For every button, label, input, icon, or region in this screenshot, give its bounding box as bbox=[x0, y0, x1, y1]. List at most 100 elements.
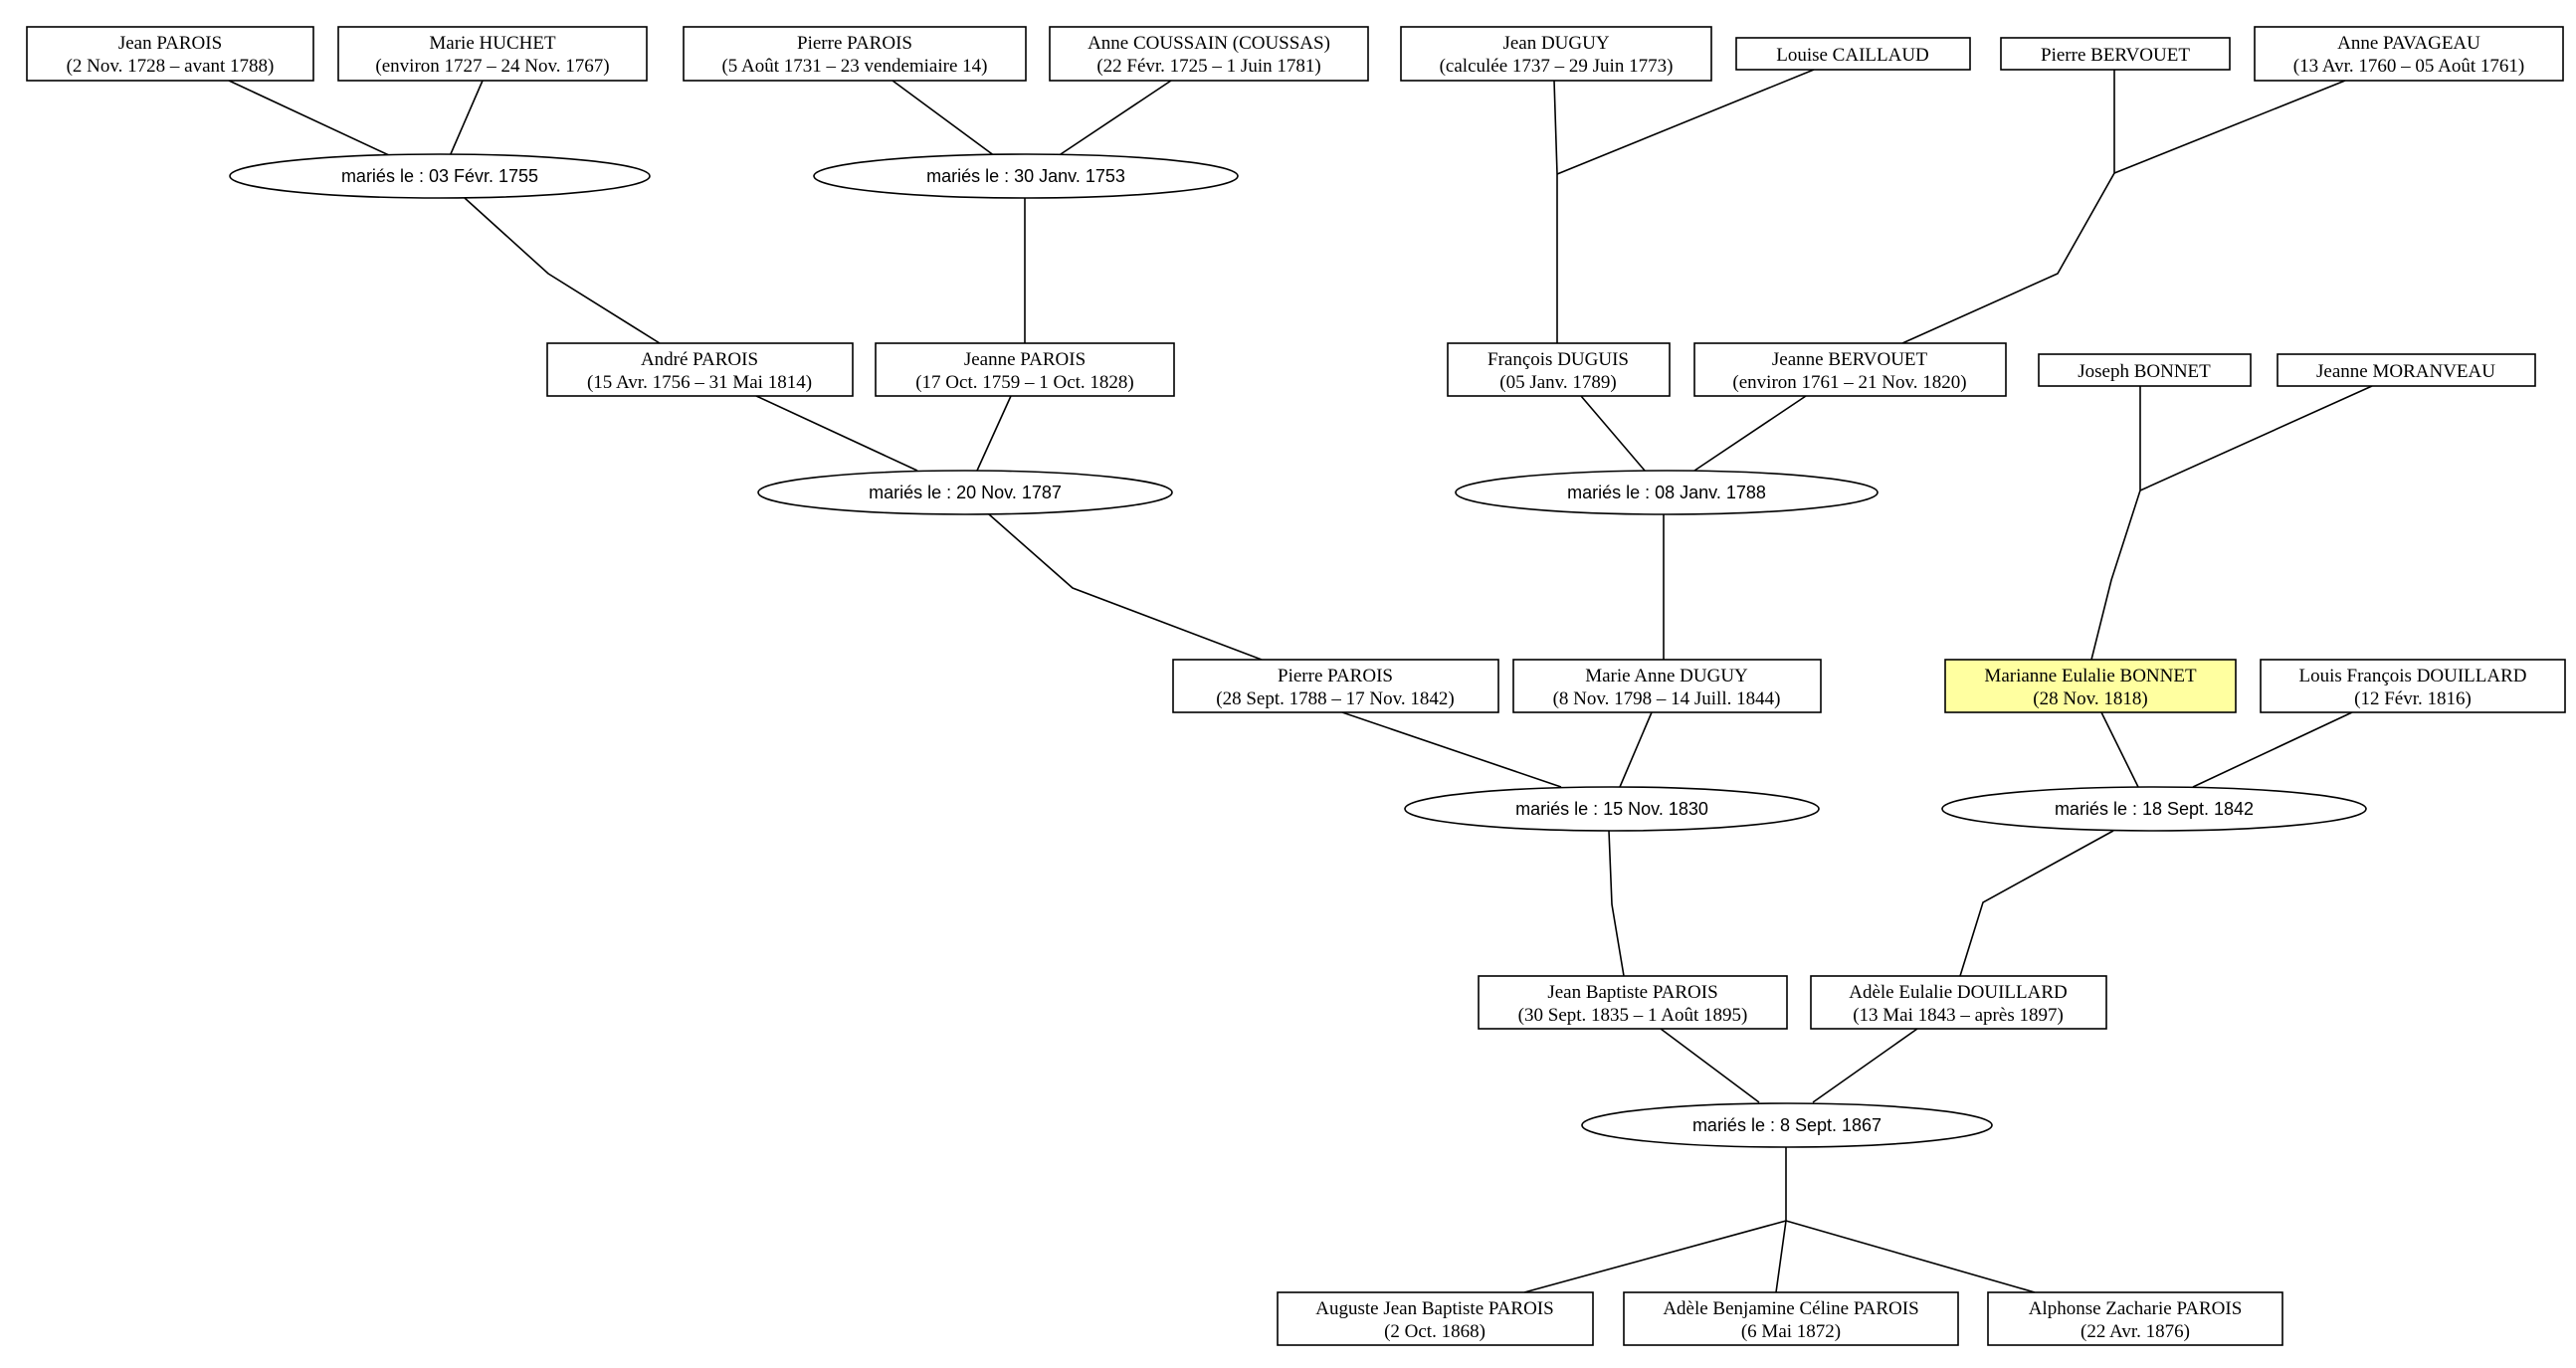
person-name: Louis François DOUILLARD bbox=[2298, 666, 2526, 686]
person-jean-baptiste-parois[interactable]: Jean Baptiste PAROIS (30 Sept. 1835 – 1 … bbox=[1478, 975, 1788, 1030]
person-dates: (2 Oct. 1868) bbox=[1384, 1321, 1486, 1342]
person-name: Adèle Eulalie DOUILLARD bbox=[1849, 982, 2068, 1003]
person-pierre-parois-1788[interactable]: Pierre PAROIS (28 Sept. 1788 – 17 Nov. 1… bbox=[1172, 659, 1499, 713]
edge-pierre-to-m1830 bbox=[1341, 711, 1562, 788]
edge-andre-to-m1787 bbox=[755, 395, 918, 472]
person-name: Alphonse Zacharie PAROIS bbox=[2029, 1298, 2243, 1319]
person-dates: (environ 1727 – 24 Nov. 1767) bbox=[375, 56, 609, 77]
person-dates: (5 Août 1731 – 23 vendemiaire 14) bbox=[721, 56, 987, 77]
edge-anne-pavageau-to-jeanne bbox=[2113, 80, 2346, 174]
person-name: Jeanne MORANVEAU bbox=[2316, 361, 2495, 382]
edge-m1867-to-auguste bbox=[1523, 1146, 1787, 1293]
person-dates: (05 Janv. 1789) bbox=[1499, 372, 1617, 393]
person-joseph-bonnet[interactable]: Joseph BONNET bbox=[2038, 353, 2252, 387]
person-jeanne-bervouet[interactable]: Jeanne BERVOUET (environ 1761 – 21 Nov. … bbox=[1693, 342, 2007, 397]
person-anne-pavageau[interactable]: Anne PAVAGEAU (13 Avr. 1760 – 05 Août 17… bbox=[2254, 26, 2564, 82]
person-name: Jeanne PAROIS bbox=[964, 349, 1086, 370]
edge-marie-huchet-to-m1755 bbox=[449, 80, 484, 157]
marriage-label: mariés le : 18 Sept. 1842 bbox=[2055, 799, 2254, 819]
person-name: Pierre PAROIS bbox=[797, 33, 912, 54]
marriage-label: mariés le : 03 Févr. 1755 bbox=[341, 166, 538, 186]
person-marie-anne-duguy[interactable]: Marie Anne DUGUY (8 Nov. 1798 – 14 Juill… bbox=[1512, 659, 1822, 713]
person-name: Anne PAVAGEAU bbox=[2337, 33, 2480, 54]
person-jean-parois-1728[interactable]: Jean PAROIS (2 Nov. 1728 – avant 1788) bbox=[26, 26, 314, 82]
marriage-1788[interactable]: mariés le : 08 Janv. 1788 bbox=[1455, 470, 1879, 515]
person-andre-parois[interactable]: André PAROIS (15 Avr. 1756 – 31 Mai 1814… bbox=[546, 342, 854, 397]
person-dates: (environ 1761 – 21 Nov. 1820) bbox=[1732, 372, 1966, 393]
edge-m1867-to-adele-benjamine bbox=[1775, 1220, 1787, 1293]
person-name: Jean DUGUY bbox=[1502, 33, 1609, 54]
person-name: Marie HUCHET bbox=[429, 33, 556, 54]
marriage-1867[interactable]: mariés le : 8 Sept. 1867 bbox=[1581, 1102, 1993, 1148]
marriage-label: mariés le : 08 Janv. 1788 bbox=[1567, 483, 1766, 502]
person-dates: (12 Févr. 1816) bbox=[2354, 688, 2472, 709]
edge-adele-to-m1867 bbox=[1812, 1028, 1918, 1103]
edge-louise-caillaud-to-francois bbox=[1556, 69, 1815, 175]
person-name: Pierre BERVOUET bbox=[2041, 45, 2190, 66]
person-dates: (15 Avr. 1756 – 31 Mai 1814) bbox=[587, 372, 812, 393]
person-name: Joseph BONNET bbox=[2078, 361, 2211, 382]
person-dates: (6 Mai 1872) bbox=[1741, 1321, 1841, 1342]
person-dates: (30 Sept. 1835 – 1 Août 1895) bbox=[1518, 1005, 1748, 1026]
person-name: Louise CAILLAUD bbox=[1776, 45, 1929, 66]
edge-jean-parois-to-m1755 bbox=[228, 80, 392, 157]
person-dates: (28 Sept. 1788 – 17 Nov. 1842) bbox=[1216, 688, 1454, 709]
person-name: Jeanne BERVOUET bbox=[1772, 349, 1928, 370]
edge-jeanne-bervouet-to-m1788 bbox=[1693, 395, 1807, 472]
edge-m1787-to-pierre bbox=[988, 513, 1263, 661]
edge-jeanne-parois-to-m1787 bbox=[976, 395, 1012, 472]
person-name: Marianne Eulalie BONNET bbox=[1984, 666, 2197, 686]
person-name: André PAROIS bbox=[641, 349, 758, 370]
person-dates: (17 Oct. 1759 – 1 Oct. 1828) bbox=[915, 372, 1134, 393]
person-jeanne-parois[interactable]: Jeanne PAROIS (17 Oct. 1759 – 1 Oct. 182… bbox=[875, 342, 1175, 397]
edge-joseph-bonnet-to-marianne bbox=[2090, 386, 2141, 661]
person-dates: (22 Févr. 1725 – 1 Juin 1781) bbox=[1096, 56, 1320, 77]
edge-pierre-bervouet-to-jeanne bbox=[1901, 70, 2115, 344]
edge-jean-baptiste-to-m1867 bbox=[1660, 1028, 1760, 1103]
person-name: François DUGUIS bbox=[1487, 349, 1629, 370]
person-louise-caillaud[interactable]: Louise CAILLAUD bbox=[1735, 37, 1971, 71]
edge-m1842-to-adele bbox=[1959, 830, 2114, 977]
person-dates: (calculée 1737 – 29 Juin 1773) bbox=[1440, 56, 1674, 77]
person-pierre-parois-1731[interactable]: Pierre PAROIS (5 Août 1731 – 23 vendemia… bbox=[683, 26, 1027, 82]
marriage-1753[interactable]: mariés le : 30 Janv. 1753 bbox=[813, 153, 1239, 199]
marriage-1842[interactable]: mariés le : 18 Sept. 1842 bbox=[1941, 786, 2367, 832]
person-francois-duguis[interactable]: François DUGUIS (05 Janv. 1789) bbox=[1447, 342, 1671, 397]
person-jeanne-moranveau[interactable]: Jeanne MORANVEAU bbox=[2277, 353, 2536, 387]
edge-m1830-to-jean-baptiste bbox=[1608, 830, 1625, 977]
person-name: Marie Anne DUGUY bbox=[1585, 666, 1748, 686]
marriage-1787[interactable]: mariés le : 20 Nov. 1787 bbox=[757, 470, 1173, 515]
person-pierre-bervouet[interactable]: Pierre BERVOUET bbox=[2000, 37, 2231, 71]
person-adele-douillard[interactable]: Adèle Eulalie DOUILLARD (13 Mai 1843 – a… bbox=[1810, 975, 2107, 1030]
person-name: Adèle Benjamine Céline PAROIS bbox=[1663, 1298, 1918, 1319]
edge-marie-anne-to-m1830 bbox=[1619, 711, 1653, 788]
edge-marianne-to-m1842 bbox=[2100, 711, 2139, 788]
person-adele-benjamine-parois[interactable]: Adèle Benjamine Céline PAROIS (6 Mai 187… bbox=[1623, 1291, 1959, 1346]
person-dates: (8 Nov. 1798 – 14 Juill. 1844) bbox=[1553, 688, 1781, 709]
edge-m1867-to-alphonse bbox=[1785, 1220, 2036, 1293]
person-louis-douillard[interactable]: Louis François DOUILLARD (12 Févr. 1816) bbox=[2260, 659, 2566, 713]
person-name: Anne COUSSAIN (COUSSAS) bbox=[1088, 33, 1330, 54]
person-alphonse-parois[interactable]: Alphonse Zacharie PAROIS (22 Avr. 1876) bbox=[1987, 1291, 2283, 1346]
edge-pierre-parois-to-m1753 bbox=[892, 80, 996, 157]
person-dates: (2 Nov. 1728 – avant 1788) bbox=[67, 56, 275, 77]
person-dates: (13 Avr. 1760 – 05 Août 1761) bbox=[2293, 56, 2524, 77]
person-name: Pierre PAROIS bbox=[1278, 666, 1393, 686]
person-dates: (28 Nov. 1818) bbox=[2033, 688, 2147, 709]
marriage-label: mariés le : 30 Janv. 1753 bbox=[926, 166, 1125, 186]
person-jean-duguy[interactable]: Jean DUGUY (calculée 1737 – 29 Juin 1773… bbox=[1400, 26, 1712, 82]
marriage-1830[interactable]: mariés le : 15 Nov. 1830 bbox=[1404, 786, 1820, 832]
person-marianne-bonnet[interactable]: Marianne Eulalie BONNET (28 Nov. 1818) bbox=[1944, 659, 2237, 713]
edge-francois-to-m1788 bbox=[1580, 395, 1646, 472]
person-name: Jean Baptiste PAROIS bbox=[1547, 982, 1717, 1003]
marriage-label: mariés le : 8 Sept. 1867 bbox=[1692, 1115, 1882, 1135]
person-name: Jean PAROIS bbox=[118, 33, 222, 54]
person-anne-coussain[interactable]: Anne COUSSAIN (COUSSAS) (22 Févr. 1725 –… bbox=[1049, 26, 1369, 82]
marriage-label: mariés le : 20 Nov. 1787 bbox=[869, 483, 1062, 502]
marriage-1755[interactable]: mariés le : 03 Févr. 1755 bbox=[229, 153, 651, 199]
marriage-label: mariés le : 15 Nov. 1830 bbox=[1515, 799, 1708, 819]
person-auguste-parois[interactable]: Auguste Jean Baptiste PAROIS (2 Oct. 186… bbox=[1277, 1291, 1594, 1346]
person-marie-huchet[interactable]: Marie HUCHET (environ 1727 – 24 Nov. 176… bbox=[337, 26, 648, 82]
edge-jeanne-moranveau-to-marianne bbox=[2139, 385, 2373, 491]
